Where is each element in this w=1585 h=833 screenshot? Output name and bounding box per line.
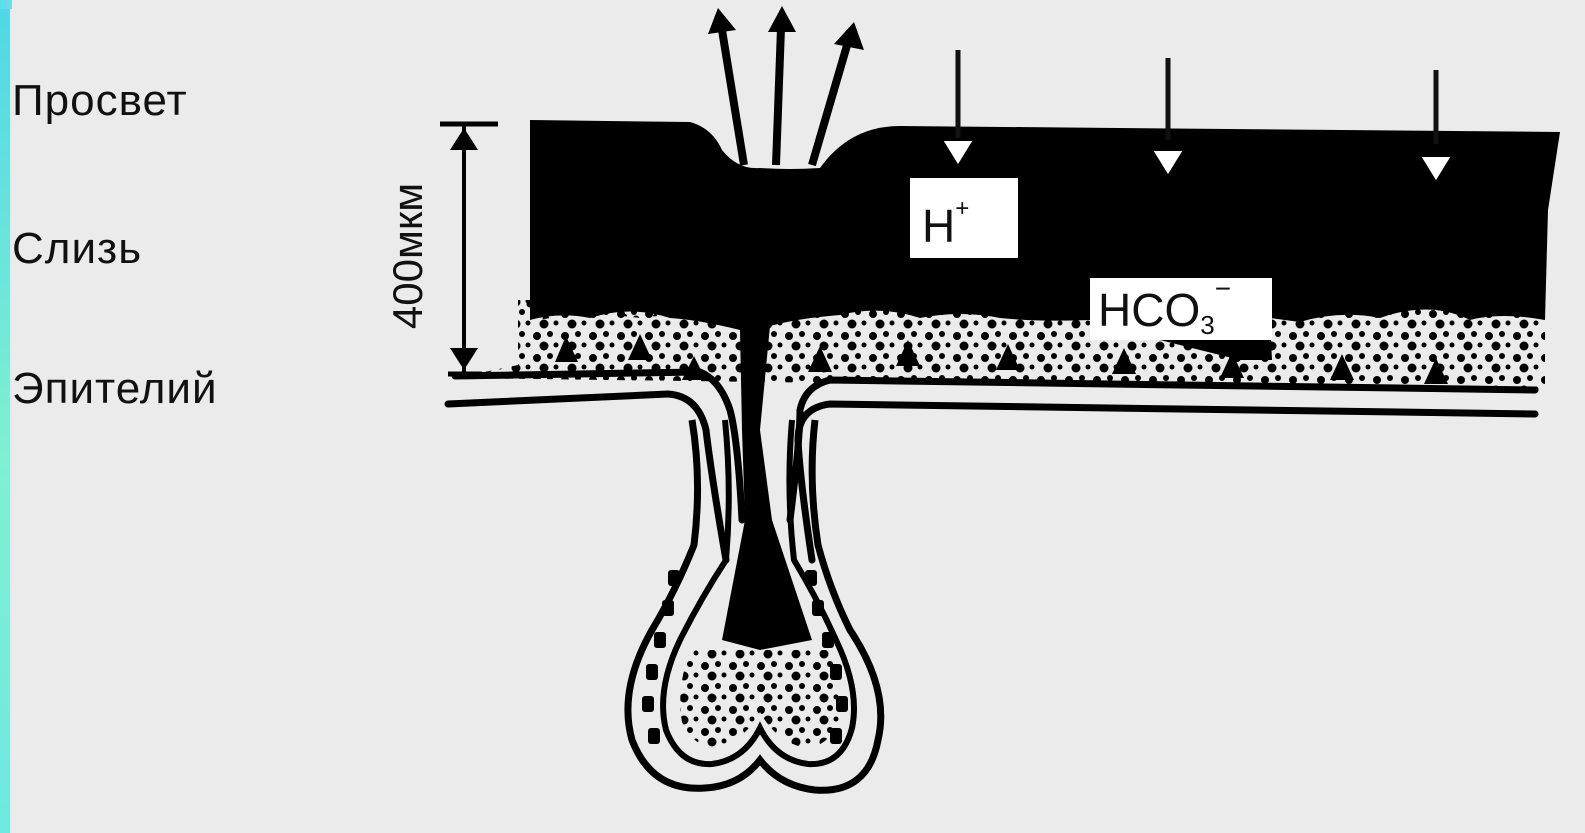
epithelium-basal-line bbox=[448, 394, 1535, 560]
thickness-label: 400мкм bbox=[384, 183, 431, 329]
hydrogen-charge: + bbox=[955, 195, 969, 222]
bicarbonate-subscript: 3 bbox=[1200, 310, 1214, 340]
outflow-arrows bbox=[708, 6, 864, 165]
bicarbonate-charge: − bbox=[1215, 273, 1231, 304]
thickness-dimension bbox=[440, 124, 498, 374]
hydrogen-symbol: H bbox=[922, 200, 955, 252]
bicarbonate-formula: HCO bbox=[1098, 284, 1200, 336]
